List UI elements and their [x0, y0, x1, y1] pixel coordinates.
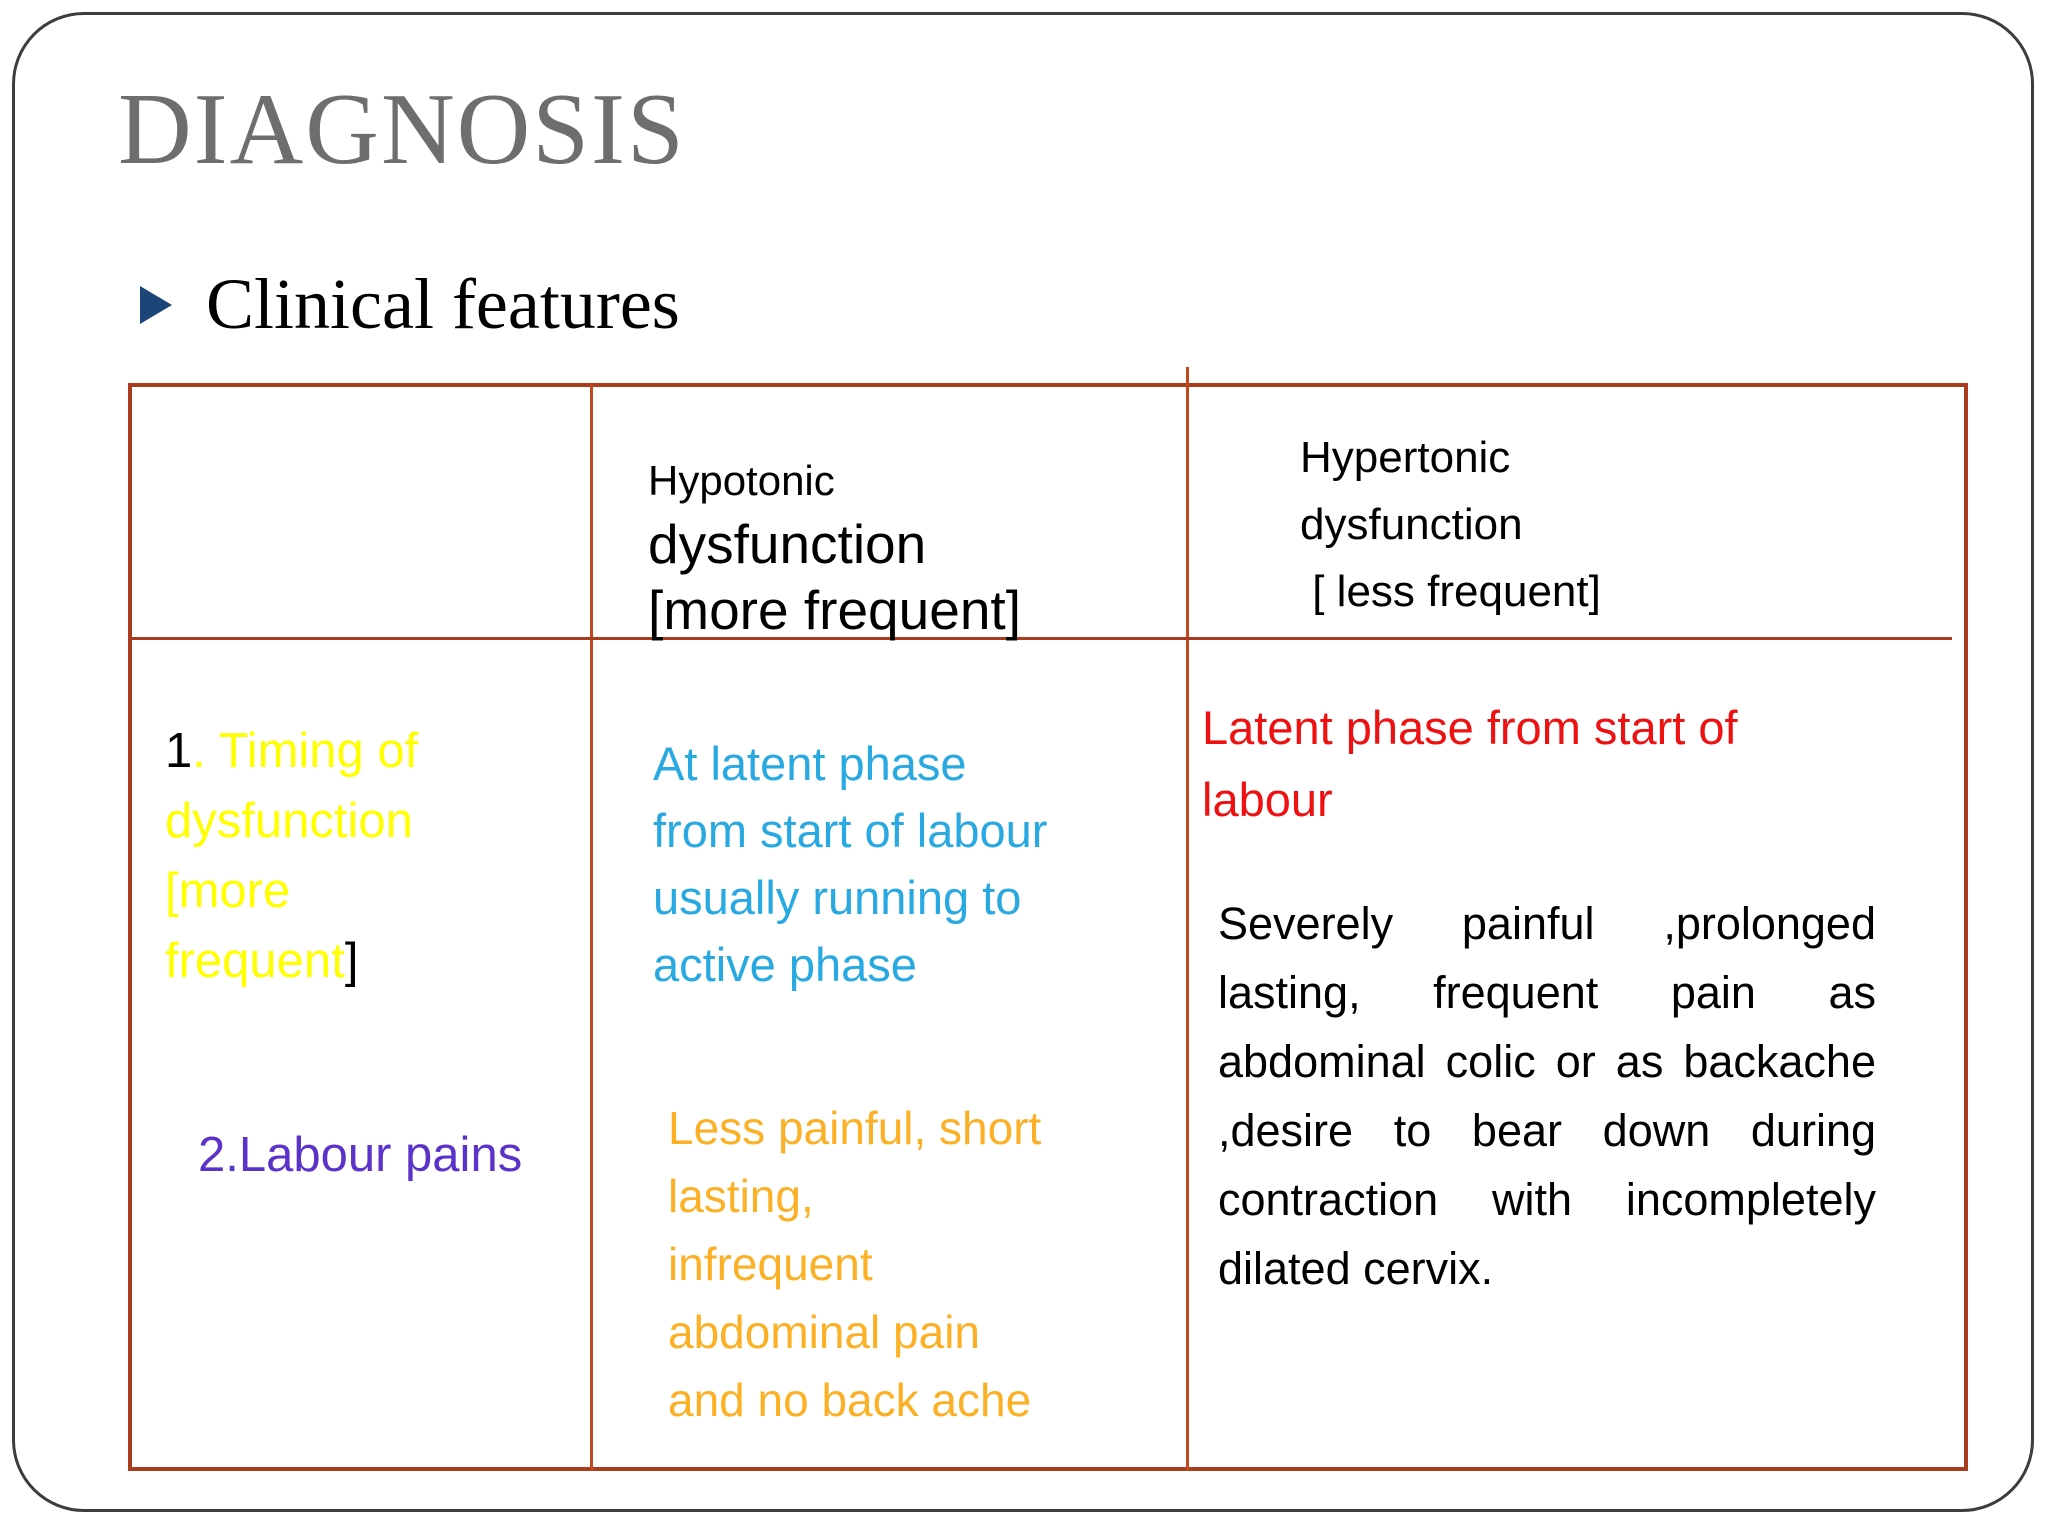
- table-outline: [128, 383, 1968, 1471]
- timing-closing-bracket: ]: [344, 934, 359, 988]
- bullet-label: Clinical features: [206, 264, 680, 344]
- header-hypotonic-line3: [more frequent]: [648, 579, 1021, 641]
- table-header-divider: [128, 637, 1952, 640]
- hypertonic-timing-text: Latent phase from start of labour: [1202, 701, 1738, 826]
- row-label-timing: 1. Timing of dysfunction [more frequent]: [165, 716, 465, 996]
- header-hypertonic: Hypertonic dysfunction [ less frequent]: [1300, 433, 1601, 616]
- hypotonic-pains-text: Less painful, short lasting, infrequent …: [668, 1102, 1042, 1426]
- timing-yellow-text: . Timing of dysfunction [more frequent: [165, 724, 419, 988]
- row-label-labour-pains: 2.Labour pains: [198, 1128, 523, 1182]
- header-hypotonic-line2: dysfunction: [648, 513, 927, 575]
- timing-number: 1: [165, 724, 193, 778]
- page-title: DIAGNOSIS: [118, 73, 686, 186]
- table-column-divider-2: [1186, 367, 1189, 1471]
- hypertonic-pains-text: Severely painful ,prolonged lasting, fre…: [1218, 898, 1876, 1294]
- header-hypotonic: Hypotonic dysfunction [more frequent]: [648, 451, 1021, 643]
- hypotonic-timing-text: At latent phase from start of labour usu…: [653, 737, 1048, 991]
- arrow-bullet-icon: [140, 286, 172, 324]
- header-hypotonic-line1: Hypotonic: [648, 457, 835, 504]
- table-column-divider-1: [590, 383, 593, 1471]
- slide-border: [12, 12, 2034, 1512]
